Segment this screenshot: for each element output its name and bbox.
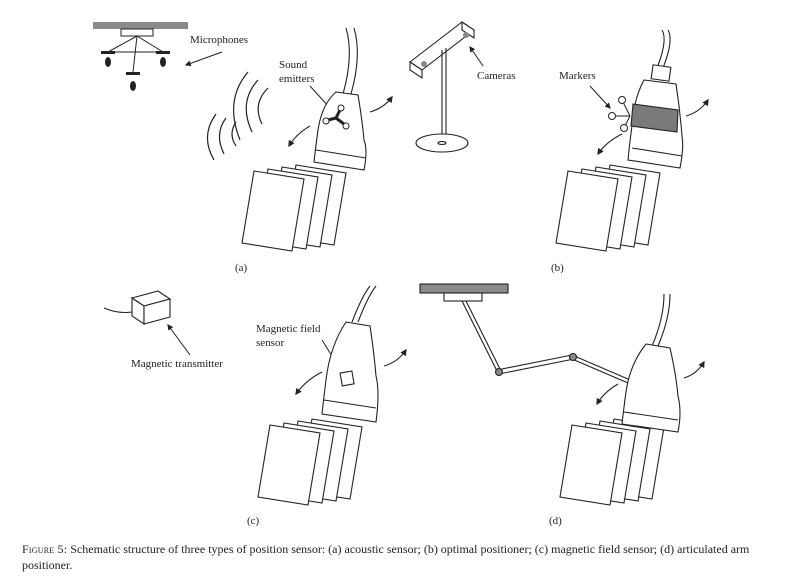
ultrasound-image-frames — [257, 418, 363, 506]
sound-emitters-label-line1: Sound — [279, 59, 308, 71]
ultrasound-probe-a-icon — [313, 27, 367, 171]
panel-b-label: (b) — [551, 262, 564, 274]
sound-emitters-label-line2: emitters — [279, 73, 314, 85]
panel-c-magnetic-field-sensor: Magnetic transmitter Magnetic field sens… — [103, 285, 407, 527]
cameras-label: Cameras — [477, 70, 515, 82]
ultrasound-probe-c-icon — [321, 285, 379, 423]
figure-number: Figure 5: — [22, 542, 68, 556]
panel-a-label: (a) — [235, 262, 248, 274]
magnetic-transmitter-icon — [103, 290, 172, 326]
figure-caption: Figure 5: Schematic structure of three t… — [22, 541, 782, 573]
optical-markers-icon — [608, 96, 631, 132]
panel-a-acoustic-sensor: Microphones Sound emitters — [93, 22, 393, 274]
magnetic-transmitter-label: Magnetic transmitter — [131, 358, 223, 370]
sound-emitter-tripod-icon — [322, 104, 350, 130]
panel-b-optical-positioner: Cameras Markers (b) — [409, 20, 709, 274]
ultrasound-probe-d-icon — [621, 293, 681, 433]
ultrasound-probe-b-icon — [627, 29, 684, 169]
figure-schematic: Microphones Sound emitters — [93, 20, 709, 527]
caption-text: Schematic structure of three types of po… — [22, 542, 750, 572]
ultrasound-image-frames — [241, 164, 347, 252]
sound-waves-icon — [206, 71, 269, 161]
magnetic-field-sensor-label-line1: Magnetic field — [256, 323, 321, 335]
microphone-array-icon — [93, 22, 188, 91]
panel-c-label: (c) — [247, 515, 260, 527]
panel-d-label: (d) — [549, 515, 562, 527]
camera-stand-icon — [409, 20, 475, 153]
ultrasound-image-frames — [559, 418, 665, 506]
panel-d-articulated-arm: (d) — [419, 283, 705, 527]
markers-label: Markers — [559, 70, 596, 82]
magnetic-field-sensor-label-line2: sensor — [256, 337, 284, 349]
ultrasound-image-frames — [555, 164, 661, 252]
microphones-label: Microphones — [190, 34, 248, 46]
articulated-arm-icon — [419, 283, 649, 392]
